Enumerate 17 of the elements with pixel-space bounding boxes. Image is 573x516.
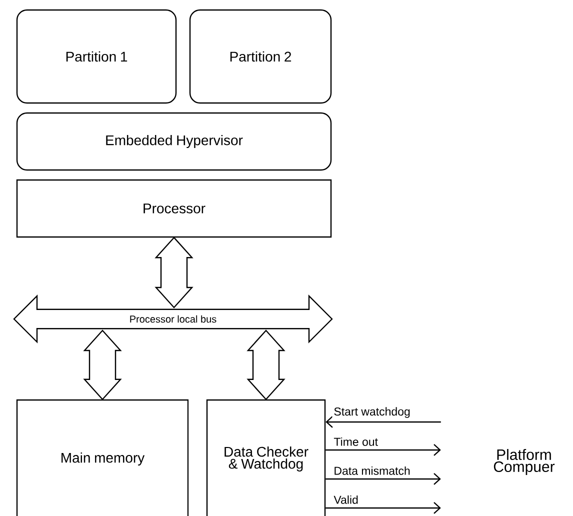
arrow [326, 416, 441, 428]
block-arrow [246, 330, 286, 400]
block-arrow [83, 330, 122, 400]
checker-box: Data Checker & Watchdog [206, 399, 326, 516]
partition-box: Partition 2 [189, 9, 332, 104]
memory-box: Main memory [16, 399, 189, 516]
hypervisor-box: Embedded Hypervisor [16, 112, 332, 171]
arrow [326, 502, 441, 514]
platform-label: Platform Compuer [494, 449, 555, 475]
edge-label: Data mismatch [332, 464, 412, 476]
arrow [326, 473, 441, 485]
edge-label: Start watchdog [332, 406, 412, 420]
arrow [326, 444, 441, 456]
processor-box: Processor [16, 179, 332, 238]
edge-label: Time out [332, 436, 380, 448]
edge-label: Valid [332, 494, 360, 506]
partition-box: Partition 1 [16, 9, 177, 104]
